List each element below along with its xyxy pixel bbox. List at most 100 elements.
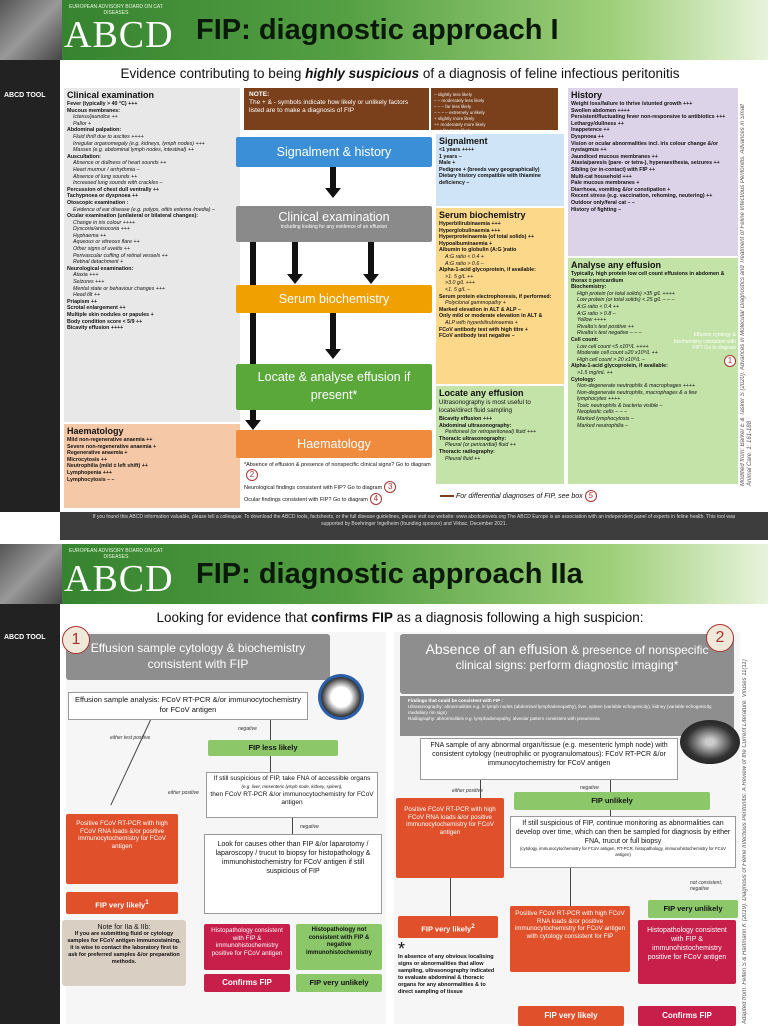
page-diagnostic-approach-2a: EUROPEAN ADVISORY BOARD ON CAT DISEASES … (0, 544, 768, 1026)
legend-item: +++ far more likely (434, 128, 472, 133)
serum-item: Serum protein electrophoresis, if perfor… (439, 293, 552, 300)
clinical-item: Mucous membranes: (67, 107, 120, 114)
note-title: NOTE: (249, 91, 270, 98)
analyse-item: lymphocytes ++++ (577, 396, 621, 403)
header-banner: EUROPEAN ADVISORY BOARD ON CAT DISEASES … (0, 0, 768, 60)
haematology-title: Haematology (67, 426, 124, 436)
haematology-item: Lymphocytosis – – (67, 476, 115, 483)
locate-item: Pleural (or pericardial) fluid ++ (445, 442, 516, 449)
flow-serum-biochemistry: Serum biochemistry (236, 285, 432, 313)
clinical-item: Aqueous or vitreous flare ++ (73, 239, 140, 246)
analyse-effusion-box: Analyse any effusion Typically, high pro… (568, 258, 738, 484)
clinical-item: Absence of lung sounds ++ (73, 173, 138, 180)
fip-very-unlikely-right: FIP very unlikely (648, 900, 738, 918)
arrow-2b (368, 242, 374, 276)
arrow-2b-head (363, 274, 379, 284)
connector-right-5 (570, 868, 571, 906)
diagram-3-link[interactable]: 3 (384, 481, 397, 493)
haematology-box: Haematology Mild non-regenerative anaemi… (64, 424, 240, 508)
clinical-item: Hyphaema ++ (73, 232, 107, 239)
star-note: * In absence of any obvious localising s… (398, 939, 498, 1024)
serum-item: A:G ratio > 0.6 – (445, 260, 484, 267)
history-item: Swollen abdomen ++++ (571, 107, 630, 114)
clinical-item: Bicavity effusion ++++ (67, 325, 124, 332)
connector-left-4 (292, 818, 293, 834)
diagram-1-link[interactable]: 1 (724, 354, 736, 367)
abcd-logo-2: ABCD (64, 558, 174, 600)
clinical-item: Ataxia +++ (73, 272, 99, 279)
serum-item: Hypoalbuminaemia + (439, 240, 493, 247)
clinical-item: Icterus/jaundice ++ (73, 114, 118, 121)
serum-item: Only mild or moderate elevation in ALT & (439, 313, 543, 320)
history-item: nystagmus ++ (571, 147, 607, 154)
legend-item: – slightly less likely (434, 92, 473, 97)
look-for-other-causes: Look for causes other than FIP &/or lapa… (204, 834, 382, 914)
diagram-1-badge: 1 (62, 626, 90, 654)
asterisk-icon: * (398, 939, 406, 959)
abcd-logo: ABCD (64, 14, 174, 56)
signalment-item: Pedigree + (breeds vary geographically) (439, 166, 540, 173)
clinical-item: Pallor + (73, 120, 92, 127)
diagram-2-badge: 2 (706, 624, 734, 652)
diagram-5-link[interactable]: 5 (584, 490, 597, 502)
clinical-item: Scrotal enlargement ++ (67, 305, 126, 312)
clinical-item: Absence or dullness of heart sounds ++ (73, 160, 167, 167)
legend-item: – – – far less likely (434, 104, 472, 109)
analyse-item: High cell count > 20 x10⁹/L – (577, 356, 645, 363)
logo-subtitle-2: EUROPEAN ADVISORY BOARD ON CAT DISEASES (69, 548, 163, 560)
history-title: History (571, 90, 603, 100)
analyse-item: Biochemistry: (571, 284, 607, 291)
positive-rt-pcr-right: Positive FCoV RT-PCR with high FCoV RNA … (396, 798, 504, 878)
legend-item: – – moderately less likely (434, 98, 485, 103)
clinical-item: Neurological examination: (67, 265, 134, 272)
history-item: Recent stress (e.g. vaccination, rehomin… (571, 193, 713, 200)
analyse-item: Cytology: (571, 376, 596, 383)
flow-clinical-sub: including looking for any evidence of an… (280, 224, 388, 230)
serum-item: <1. 5 g/L – (445, 286, 471, 293)
diagram-2-link[interactable]: 2 (246, 469, 258, 481)
clinical-item: Change in iris colour ++++ (73, 219, 136, 226)
subtitle: Evidence contributing to being highly su… (60, 66, 740, 81)
locate-title: Locate any effusion (439, 388, 524, 398)
fip-less-likely: FIP less likely (208, 740, 338, 756)
clinical-item: Percussion of chest dull ventrally ++ (67, 186, 160, 193)
legend-item: – – – – extremely unlikely (434, 110, 485, 115)
analyse-item: Alpha-1-acid glycoprotein, if available: (571, 363, 668, 370)
confirms-fip-left: Confirms FIP (204, 974, 290, 992)
subtitle-2: Looking for evidence that confirms FIP a… (156, 610, 644, 625)
clinical-item: Seizures +++ (73, 279, 105, 286)
clinical-item: Tachypnoea or dyspnoea ++ (67, 193, 139, 200)
connector-right-4 (450, 878, 451, 916)
history-box: History Weight loss/failure to thrive /s… (568, 88, 738, 256)
clinical-title: Clinical examination (67, 90, 155, 100)
clinical-item: Abdominal palpation: (67, 127, 122, 134)
history-item: Lethargy/dullness ++ (571, 120, 624, 127)
sidebar: ABCD TOOL (0, 60, 60, 512)
diagram-4-link[interactable]: 4 (369, 493, 382, 505)
differential-text: For differential diagnoses of FIP, see b… (455, 493, 583, 500)
abcd-tool-label-2: ABCD TOOL (4, 634, 46, 641)
arrow-1 (330, 167, 336, 189)
footer: If you found this ABCD information valua… (60, 512, 768, 540)
clinical-item: Head tilt ++ (73, 292, 101, 299)
sidebar-2: ABCD TOOL (0, 604, 60, 1024)
analyse-item: Cell count: (571, 336, 599, 343)
serum-item: Polyclonal gammopathy + (445, 300, 506, 307)
fip-very-likely-right: FIP very likely2 (398, 916, 498, 938)
locate-effusion-box: Locate any effusion Ultrasonography is m… (436, 386, 564, 484)
history-item: Jaundiced mucous membranes ++ (571, 153, 658, 160)
analyse-text: Typically, high protein low cell count e… (571, 271, 725, 284)
subtitle-2-emphasis: confirms FIP (311, 610, 393, 625)
analyse-item: Rivalta's test positive ++ (577, 323, 634, 330)
signalment-list: <1 years ++++1 years –Male +Pedigree + (… (439, 147, 561, 187)
clinical-item: Heart murmur / arrhythmia – (73, 166, 140, 173)
logo-subtitle: EUROPEAN ADVISORY BOARD ON CAT DISEASES (69, 4, 163, 16)
signalment-item: Dietary history compatible with thiamine (439, 173, 541, 180)
negative-label-2: negative (300, 824, 319, 830)
flow-clinical-label: Clinical examination (278, 210, 390, 224)
note-text: The + & - symbols indicate how likely or… (249, 99, 409, 114)
serum-biochemistry-box: Serum biochemistry Hyperbilirubinaemia +… (436, 208, 564, 384)
page-diagnostic-approach-1: EUROPEAN ADVISORY BOARD ON CAT DISEASES … (0, 0, 768, 540)
flow-clinical-examination: Clinical examination including looking f… (236, 206, 432, 242)
flow-haematology: Haematology (236, 430, 432, 458)
